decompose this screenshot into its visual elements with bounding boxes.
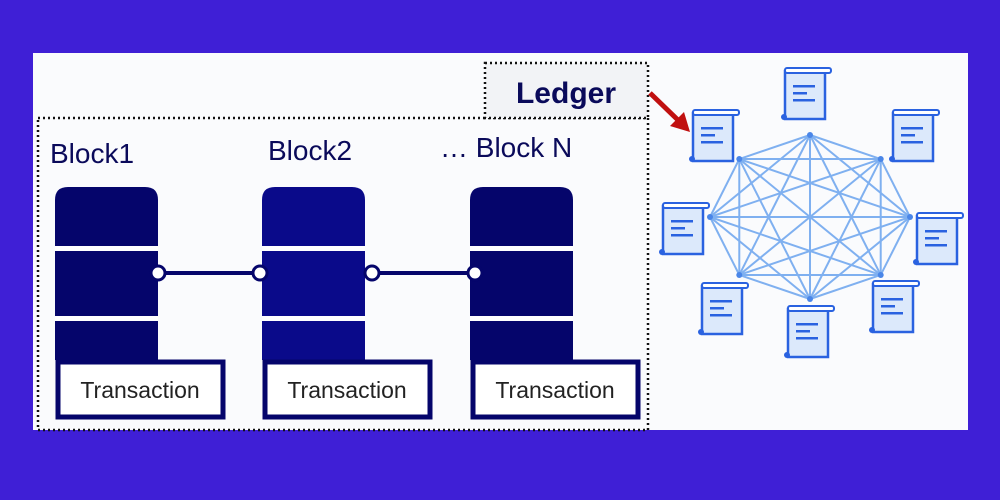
network-node xyxy=(807,296,813,302)
network-edge xyxy=(738,158,882,276)
network-edge xyxy=(738,134,811,160)
ledger-scroll-icon xyxy=(784,305,835,359)
network-edge xyxy=(709,216,741,276)
ledger-scroll-icon xyxy=(913,212,964,266)
ledger-scroll-icon xyxy=(689,109,740,163)
block-title: Block2 xyxy=(268,135,352,166)
network-edge xyxy=(738,158,811,300)
network-node xyxy=(907,214,913,220)
chain-links xyxy=(149,264,484,282)
block-body xyxy=(470,187,573,360)
network-node xyxy=(807,132,813,138)
network-node xyxy=(877,156,884,163)
block-3: … Block N Transaction xyxy=(440,132,641,420)
network-edge xyxy=(738,158,911,218)
ledger-scroll-icon xyxy=(889,109,940,163)
transaction-box: Transaction xyxy=(55,359,226,420)
network-edge xyxy=(709,216,811,300)
network-edge xyxy=(879,158,911,218)
network-edge xyxy=(809,274,882,300)
link-node xyxy=(466,264,484,282)
block-body xyxy=(55,187,158,360)
transaction-label: Transaction xyxy=(80,377,199,403)
network-mesh xyxy=(707,132,913,302)
network-edge xyxy=(709,158,741,218)
network-edge xyxy=(879,216,911,276)
ledger-label: Ledger xyxy=(516,77,616,110)
ledger-box xyxy=(483,61,650,120)
ledger-scroll-icon xyxy=(781,67,832,121)
network-node xyxy=(736,271,743,278)
block-title: Block1 xyxy=(50,138,134,169)
network-node xyxy=(707,214,713,220)
ledger-scroll-icon xyxy=(698,282,749,336)
blockchain-dotted-box xyxy=(36,116,650,432)
block-body xyxy=(262,187,365,360)
arrow-icon xyxy=(648,91,690,132)
network-edge xyxy=(738,274,811,300)
transaction-box: Transaction xyxy=(470,359,641,420)
link-node xyxy=(149,264,167,282)
link-node xyxy=(363,264,381,282)
transaction-label: Transaction xyxy=(495,377,614,403)
network-node xyxy=(877,271,884,278)
ledger-scroll-icon xyxy=(659,202,710,256)
transaction-label: Transaction xyxy=(287,377,406,403)
block-title: … Block N xyxy=(440,132,572,163)
link-node xyxy=(251,264,269,282)
network-node xyxy=(736,156,743,163)
transaction-box: Transaction xyxy=(262,359,433,420)
network-edge xyxy=(809,134,882,160)
ledger-scroll-icon xyxy=(869,280,920,334)
